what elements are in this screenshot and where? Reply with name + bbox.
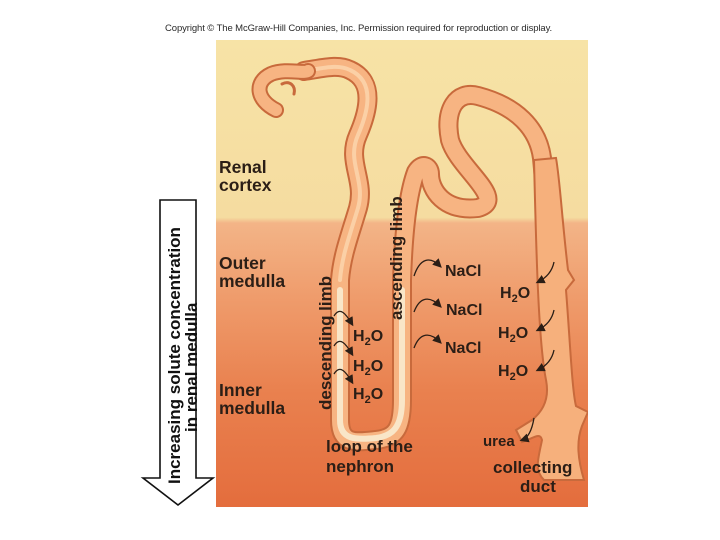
zone-label-cortex: Renal cortex — [219, 157, 272, 195]
duct-label: duct — [520, 477, 556, 496]
loop-label-line2: nephron — [326, 457, 394, 476]
loop-label-line1: loop of the — [326, 437, 413, 456]
descending-limb-label: descending limb — [316, 276, 335, 410]
gradient-label-line2: in renal medulla — [182, 302, 201, 432]
copyright-notice: Copyright © The McGraw-Hill Companies, I… — [165, 23, 553, 34]
h2o-duct-arrows — [519, 261, 555, 443]
nephron-tubule — [251, 56, 566, 460]
h2o-descending-arrows — [333, 310, 354, 385]
h2o-desc-label-3: H2O — [353, 386, 383, 406]
h2o-duct-label-2: H2O — [498, 325, 528, 345]
urea-label: urea — [483, 433, 515, 450]
nephron-diagram: descending limb ascending limb NaCl NaCl… — [251, 56, 588, 496]
gradient-label-line1: Increasing solute concentration — [165, 227, 184, 484]
gradient-arrow-shape — [140, 199, 216, 507]
nacl-label-3: NaCl — [445, 340, 481, 357]
nacl-arrows — [413, 258, 442, 349]
collecting-label: collecting — [493, 458, 572, 477]
h2o-desc-label-2: H2O — [353, 358, 383, 378]
h2o-desc-label-1: H2O — [353, 328, 383, 348]
collecting-duct — [514, 156, 588, 481]
zone-label-outer-medulla: Outer medulla — [219, 253, 286, 291]
zone-label-inner-medulla: Inner medulla — [219, 380, 286, 418]
nacl-label-2: NaCl — [446, 302, 482, 319]
h2o-duct-label-1: H2O — [500, 285, 530, 305]
nacl-label-1: NaCl — [445, 263, 481, 280]
h2o-duct-label-3: H2O — [498, 363, 528, 383]
nephron-figure: descending limb ascending limb NaCl NaCl… — [216, 40, 588, 507]
ascending-limb-label: ascending limb — [387, 196, 406, 320]
